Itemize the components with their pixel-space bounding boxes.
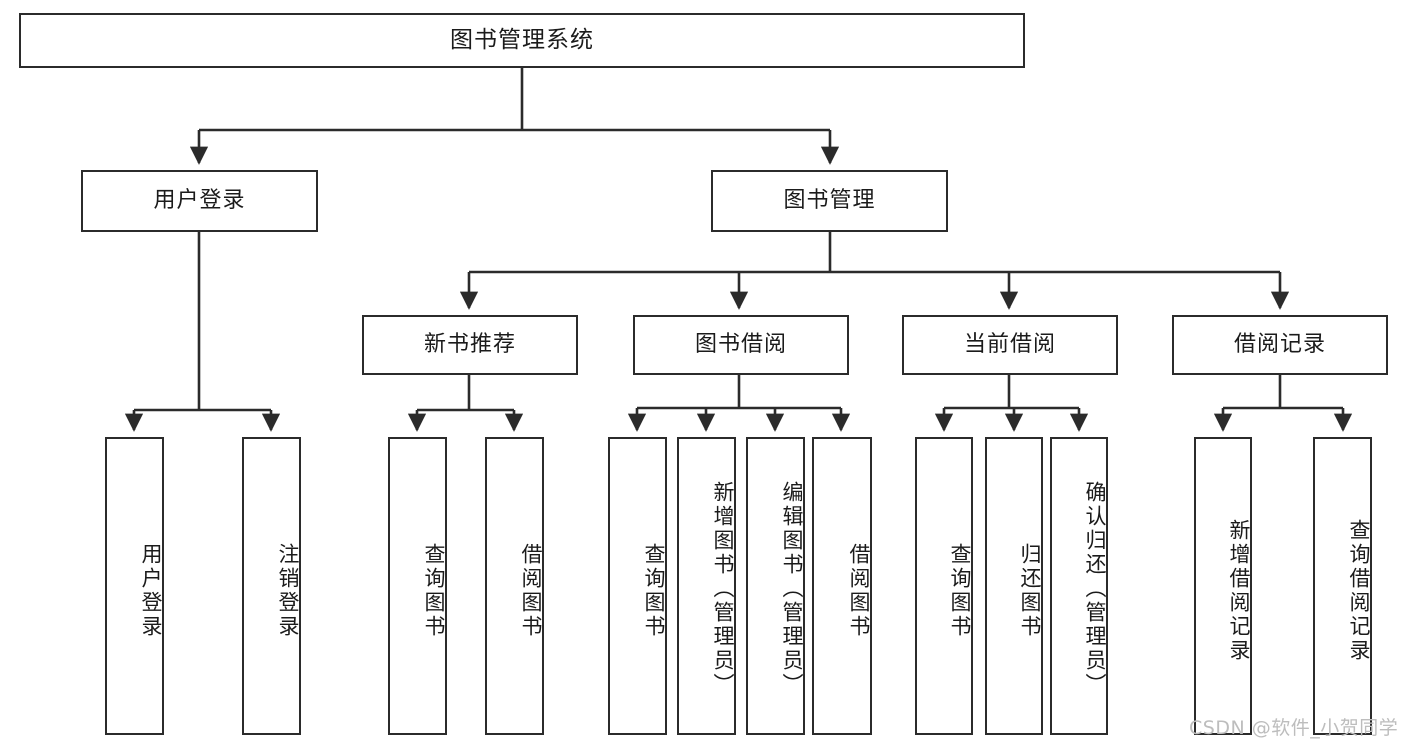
node-root-book-management-system[interactable]: 图书管理系统 bbox=[19, 13, 1025, 68]
node-borrow-record[interactable]: 借阅记录 bbox=[1172, 315, 1388, 375]
leaf-bb-add-book-admin[interactable]: 新增图书（管理员） bbox=[677, 437, 736, 735]
node-book-management[interactable]: 图书管理 bbox=[711, 170, 948, 232]
leaf-cb-confirm-return-admin[interactable]: 确认归还（管理员） bbox=[1050, 437, 1108, 735]
node-new-book-recommend[interactable]: 新书推荐 bbox=[362, 315, 578, 375]
node-current-borrow[interactable]: 当前借阅 bbox=[902, 315, 1118, 375]
leaf-logout[interactable]: 注销登录 bbox=[242, 437, 301, 735]
leaf-bb-borrow-book[interactable]: 借阅图书 bbox=[812, 437, 872, 735]
node-book-borrow[interactable]: 图书借阅 bbox=[633, 315, 849, 375]
leaf-cb-return-book[interactable]: 归还图书 bbox=[985, 437, 1043, 735]
leaf-bb-query-book[interactable]: 查询图书 bbox=[608, 437, 667, 735]
leaf-br-query-record[interactable]: 查询借阅记录 bbox=[1313, 437, 1372, 735]
leaf-user-login[interactable]: 用户登录 bbox=[105, 437, 164, 735]
leaf-nb-borrow-book[interactable]: 借阅图书 bbox=[485, 437, 544, 735]
leaf-cb-query-book[interactable]: 查询图书 bbox=[915, 437, 973, 735]
watermark-text: CSDN @软件_小贺同学 bbox=[1189, 717, 1399, 739]
node-user-login[interactable]: 用户登录 bbox=[81, 170, 318, 232]
leaf-bb-edit-book-admin[interactable]: 编辑图书（管理员） bbox=[746, 437, 805, 735]
leaf-br-add-record[interactable]: 新增借阅记录 bbox=[1194, 437, 1252, 735]
leaf-nb-query-book[interactable]: 查询图书 bbox=[388, 437, 447, 735]
